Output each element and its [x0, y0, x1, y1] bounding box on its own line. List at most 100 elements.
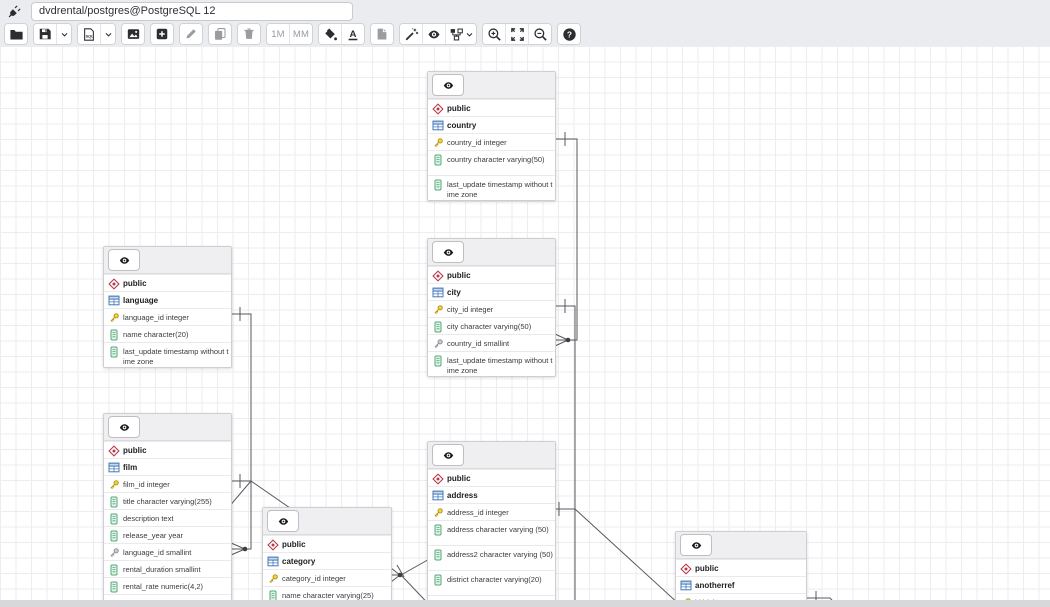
schema-row: public: [104, 441, 231, 458]
column-text: country character varying(50): [447, 154, 545, 164]
table-icon: [432, 490, 444, 501]
sql-options-dropdown[interactable]: [100, 24, 115, 44]
table-node-header: [428, 239, 555, 266]
primary-key-icon: [108, 479, 120, 491]
table-detail-toggle[interactable]: [432, 444, 464, 466]
column-row: last_update timestamp without time zone: [428, 175, 555, 200]
fill-color-button[interactable]: [319, 24, 341, 44]
toolbar-group-help: ?: [557, 23, 581, 45]
column-icon: [432, 574, 444, 586]
title-bar: [0, 0, 1050, 22]
schema-name: public: [695, 563, 719, 573]
column-row: city character varying(50): [428, 317, 555, 334]
wand-icon: [404, 27, 419, 42]
table-detail-toggle[interactable]: [108, 249, 140, 271]
schema-icon: [108, 445, 120, 457]
edit-table-button[interactable]: [180, 24, 202, 44]
cardinality-notation-dropdown[interactable]: [445, 24, 476, 44]
column-row: rental_duration smallint: [104, 560, 231, 577]
show-details-button[interactable]: [422, 24, 445, 44]
horizontal-scrollbar[interactable]: [0, 600, 1050, 607]
primary-key-icon: [267, 573, 279, 585]
eye-icon: [441, 247, 456, 258]
column-text: country_id integer: [447, 137, 507, 147]
schema-icon: [432, 270, 444, 282]
column-text: rental_duration smallint: [123, 564, 201, 574]
table-name: film: [123, 462, 138, 472]
table-icon: [680, 580, 692, 591]
project-title-input[interactable]: [31, 1, 353, 21]
column-row: city_id integer: [428, 300, 555, 317]
open-project-button[interactable]: [5, 24, 27, 44]
toolbar-button-label: MM: [292, 28, 310, 40]
zoom-in-button[interactable]: [483, 24, 505, 44]
save-project-button[interactable]: [34, 24, 56, 44]
toolbar-group-save: [33, 23, 72, 45]
toolbar-group-note: [370, 23, 394, 45]
table-detail-toggle[interactable]: [680, 534, 712, 556]
download-image-button[interactable]: [122, 24, 144, 44]
column-row: last_update timestamp without time zone: [104, 342, 231, 367]
generate-sql-button[interactable]: SQL: [78, 24, 100, 44]
schema-icon: [432, 103, 444, 115]
column-row: release_year year: [104, 526, 231, 543]
column-icon: [108, 346, 120, 358]
table-detail-toggle[interactable]: [432, 241, 464, 263]
drop-table-button[interactable]: [238, 24, 260, 44]
one-to-many-button[interactable]: 1M: [267, 24, 289, 44]
column-row: country_id integer: [428, 133, 555, 150]
column-row: name character(20): [104, 325, 231, 342]
eye-icon: [441, 80, 456, 91]
column-text: city character varying(50): [447, 321, 532, 331]
save-icon: [38, 27, 52, 41]
table-node-header: [428, 72, 555, 99]
toolbar-group-add-table: [150, 23, 174, 45]
clone-table-button[interactable]: [209, 24, 231, 44]
column-icon: [267, 590, 279, 602]
zoom-to-fit-button[interactable]: [505, 24, 528, 44]
auto-align-button[interactable]: [400, 24, 422, 44]
help-button[interactable]: ?: [558, 24, 580, 44]
add-table-icon: [155, 27, 169, 41]
connection-icon: [6, 3, 24, 19]
column-row: last_update timestamp without time zone: [428, 351, 555, 376]
column-row: language_id smallint: [104, 543, 231, 560]
table-detail-toggle[interactable]: [108, 416, 140, 438]
schema-row: public: [104, 274, 231, 291]
eye-icon: [689, 540, 704, 551]
table-name: country: [447, 120, 477, 130]
text-color-button[interactable]: A: [341, 24, 364, 44]
column-row: description text: [104, 509, 231, 526]
foreign-key-icon: [108, 547, 120, 559]
pencil-icon: [184, 27, 198, 41]
table-name: city: [447, 287, 461, 297]
table-detail-toggle[interactable]: [267, 510, 299, 532]
clipped-row: [428, 595, 555, 607]
table-name-row: city: [428, 283, 555, 300]
table-detail-toggle[interactable]: [432, 74, 464, 96]
add-table-button[interactable]: [151, 24, 173, 44]
add-note-button[interactable]: [371, 24, 393, 44]
table-node-anotherref[interactable]: publicanotherrefid bigint: [675, 531, 807, 607]
toolbar-group-zoom: [482, 23, 552, 45]
column-text: language_id smallint: [123, 547, 192, 557]
zoom-out-button[interactable]: [528, 24, 551, 44]
table-name-row: address: [428, 486, 555, 503]
column-icon: [432, 355, 444, 367]
schema-icon: [680, 563, 692, 575]
table-node-header: [104, 414, 231, 441]
column-text: name character(20): [123, 329, 189, 339]
many-to-many-button[interactable]: MM: [289, 24, 312, 44]
column-icon: [108, 513, 120, 525]
save-options-dropdown[interactable]: [56, 24, 71, 44]
chevron-down-icon: [465, 30, 474, 39]
